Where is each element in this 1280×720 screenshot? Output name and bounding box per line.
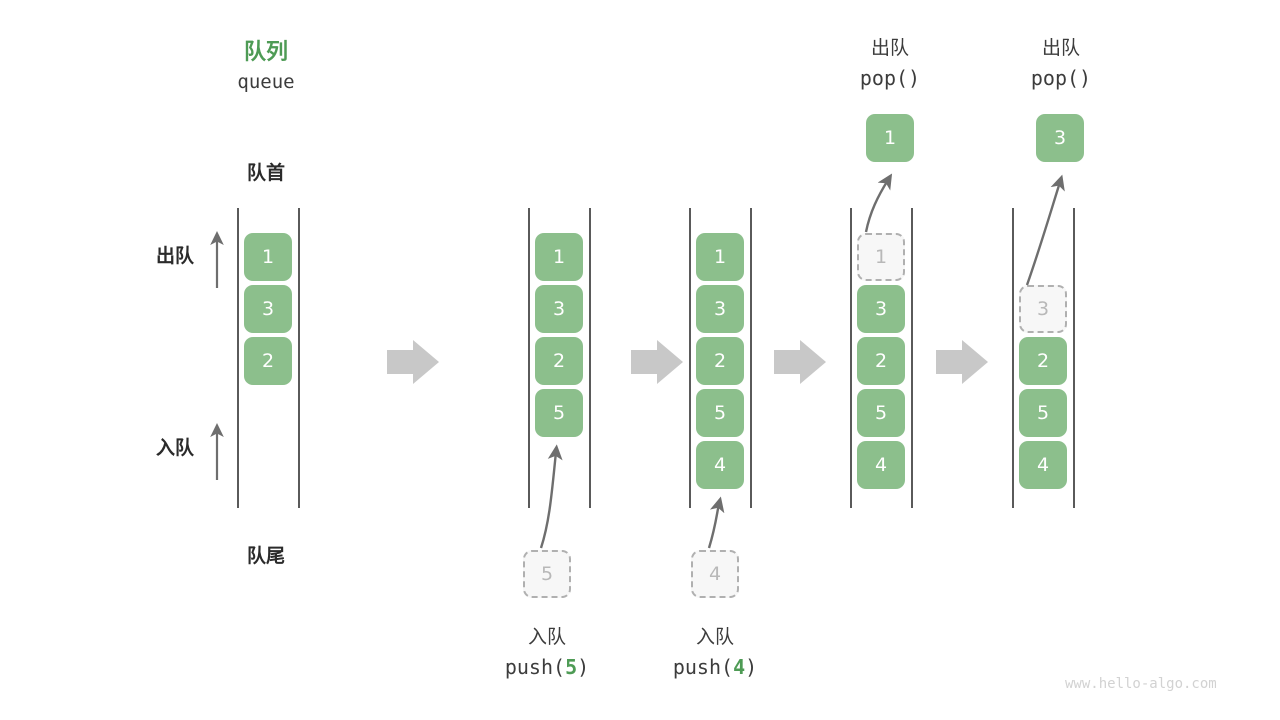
cell-value: 3 [874,298,888,320]
push4-arrow [707,496,725,549]
queue-cell: 2 [244,337,292,385]
queue-cell: 3 [535,285,583,333]
queue-rail-left [689,208,691,508]
outgoing-cell: 3 [1036,114,1084,162]
cell-value: 2 [1036,350,1050,372]
queue-cell: 2 [857,337,905,385]
queue-cell: 1 [857,233,905,281]
step-arrow [774,340,826,384]
queue-cell: 3 [244,285,292,333]
push4-caption-cn: 入队 [695,626,734,648]
code-pre: push( [672,655,734,679]
queue-cell: 4 [1019,441,1067,489]
cell-value: 3 [1053,127,1067,149]
step-arrow [631,340,683,384]
queue-cell: 5 [696,389,744,437]
cell-value: 1 [552,246,566,268]
cell-value: 5 [552,402,566,424]
cell-value: 4 [713,454,727,476]
queue-cell: 4 [696,441,744,489]
queue-rail-left [237,208,239,508]
queue-cell: 5 [1019,389,1067,437]
code-post: ) [745,655,758,679]
cell-value: 3 [713,298,727,320]
cell-value: 2 [261,350,275,372]
queue-cell: 2 [535,337,583,385]
code-num: 4 [733,655,746,679]
queue-cell: 3 [857,285,905,333]
outgoing-cell: 1 [866,114,914,162]
queue-rail-right [589,208,591,508]
incoming-cell: 5 [523,550,571,598]
pop1-header-cn: 出队 [870,37,909,59]
push4-caption-code: push(4) [645,655,785,679]
cell-value: 1 [883,127,897,149]
code-post: ) [577,655,590,679]
front-label: 队首 [246,162,285,184]
queue-rail-right [911,208,913,508]
cell-value: 4 [874,454,888,476]
queue-title-en: queue [237,71,295,93]
pop1-arrow [864,173,893,233]
cell-value: 5 [713,402,727,424]
cell-value: 5 [874,402,888,424]
queue-rail-left [1012,208,1014,508]
step-arrow [936,340,988,384]
dequeue-direction-label: 出队 [155,245,194,267]
queue-cell: 2 [1019,337,1067,385]
pop3-header-cn: 出队 [1041,37,1080,59]
queue-rail-right [298,208,300,508]
watermark: www.hello-algo.com [1065,676,1217,692]
queue-rail-left [528,208,530,508]
cell-value: 5 [1036,402,1050,424]
cell-value: 3 [552,298,566,320]
cell-value: 2 [552,350,566,372]
code-pre: push( [504,655,566,679]
cell-value: 1 [261,246,275,268]
queue-rail-right [1073,208,1075,508]
cell-value: 4 [1036,454,1050,476]
queue-cell: 1 [696,233,744,281]
code-num: 5 [565,655,578,679]
queue-cell: 3 [1019,285,1067,333]
cell-value: 2 [713,350,727,372]
queue-cell: 4 [857,441,905,489]
push5-caption-cn: 入队 [527,626,566,648]
queue-cell: 1 [535,233,583,281]
pop1-header-code: pop() [859,66,921,90]
pop3-arrow [1025,174,1065,286]
queue-rail-left [850,208,852,508]
cell-value: 3 [261,298,275,320]
queue-title-cn: 队列 [243,40,288,65]
queue-cell: 2 [696,337,744,385]
cell-value: 3 [1036,298,1050,320]
queue-cell: 5 [857,389,905,437]
queue-cell: 3 [696,285,744,333]
cell-value: 1 [713,246,727,268]
enqueue-direction-label: 入队 [155,437,194,459]
step-arrow [387,340,439,384]
cell-value: 4 [708,563,722,585]
queue-cell: 1 [244,233,292,281]
pop3-header-code: pop() [1030,66,1092,90]
incoming-cell: 4 [691,550,739,598]
cell-value: 5 [540,563,554,585]
rear-label: 队尾 [246,545,285,567]
cell-value: 1 [874,246,888,268]
queue-cell: 5 [535,389,583,437]
push5-caption-code: push(5) [477,655,617,679]
push5-arrow [539,444,563,549]
cell-value: 2 [874,350,888,372]
queue-rail-right [750,208,752,508]
